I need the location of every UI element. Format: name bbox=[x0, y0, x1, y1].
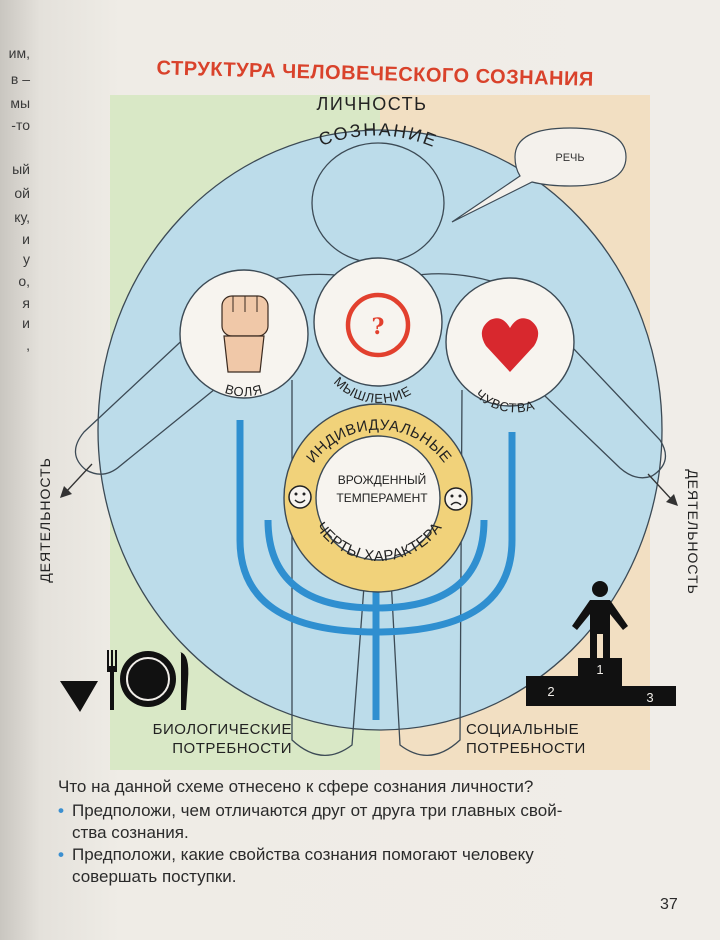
margin-fragment: я bbox=[22, 295, 30, 311]
diagram-title: СТРУКТУРА ЧЕЛОВЕЧЕСКОГО СОЗНАНИЯ bbox=[156, 57, 594, 90]
margin-fragment: о, bbox=[18, 273, 30, 289]
margin-fragment: ку, bbox=[14, 209, 30, 225]
margin-fragment: мы bbox=[10, 95, 30, 111]
feelings-circle: ЧУВСТВА bbox=[445, 277, 575, 416]
smiley-sad-icon bbox=[444, 487, 468, 511]
question-ring-icon bbox=[345, 292, 411, 358]
podium-icon: 1 2 3 bbox=[526, 581, 676, 706]
will-label: ВОЛЯ bbox=[223, 381, 264, 399]
character-ring: ИНДИВИДУАЛЬНЫЕ ЧЕРТЫ ХАРАКТЕРА ВРОЖДЕННЫ… bbox=[283, 403, 473, 593]
page-number: 37 bbox=[660, 896, 678, 913]
bullet-dot-icon: • bbox=[58, 801, 64, 820]
question-bullet-1-line-2: ства сознания. bbox=[72, 823, 189, 842]
fist-icon bbox=[221, 295, 269, 373]
margin-fragment: в – bbox=[10, 71, 30, 87]
question-bullet-2-line-1: Предположи, какие свойства сознания помо… bbox=[72, 845, 534, 864]
activity-left-label: ДЕЯТЕЛЬНОСТЬ bbox=[37, 457, 53, 583]
question-bullet-2-line-2: совершать поступки. bbox=[72, 867, 237, 886]
personality-label: ЛИЧНОСТЬ bbox=[317, 94, 428, 114]
right-arm-outline bbox=[519, 291, 667, 479]
bio-needs-label-2: ПОТРЕБНОСТИ bbox=[172, 740, 292, 757]
margin-fragment: , bbox=[26, 337, 30, 353]
questions-block: Что на данной схеме отнесено к сфере соз… bbox=[58, 776, 698, 888]
margin-fragment: у bbox=[23, 251, 30, 267]
person-on-podium-icon bbox=[572, 581, 628, 658]
temperament-line-2: ТЕМПЕРАМЕНТ bbox=[336, 491, 428, 505]
question-bullet-1: • Предположи, чем отличаются друг от дру… bbox=[58, 800, 698, 844]
thinking-circle: ? МЫШЛЕНИЕ bbox=[313, 257, 443, 406]
question-bullet-2: • Предположи, какие свойства сознания по… bbox=[58, 844, 698, 888]
heart-icon bbox=[481, 318, 539, 372]
margin-fragment: и bbox=[22, 315, 30, 331]
fork-icon bbox=[107, 650, 117, 710]
podium-place-2: 2 bbox=[547, 684, 554, 699]
dining-icons bbox=[60, 650, 189, 712]
activity-right-arrow bbox=[647, 473, 678, 506]
activity-right-label: ДЕЯТЕЛЬНОСТЬ bbox=[685, 469, 701, 595]
question-main: Что на данной схеме отнесено к сфере соз… bbox=[58, 777, 534, 796]
social-needs-label-1: СОЦИАЛЬНЫЕ bbox=[466, 721, 579, 738]
margin-fragment: им, bbox=[8, 45, 30, 61]
social-needs-label-2: ПОТРЕБНОСТИ bbox=[466, 740, 586, 757]
podium-place-1: 1 bbox=[596, 662, 603, 677]
right-leg-outline bbox=[389, 389, 463, 757]
plate-icon bbox=[120, 651, 176, 707]
consciousness-structure-diagram: РЕЧЬ ВОЛЯ ? МЫШЛЕН bbox=[37, 57, 701, 770]
will-circle: ВОЛЯ bbox=[179, 269, 309, 399]
activity-left-arrow bbox=[60, 463, 93, 498]
left-leg-outline bbox=[291, 380, 367, 757]
glass-icon bbox=[60, 681, 98, 712]
question-mark: ? bbox=[372, 314, 385, 340]
bullet-dot-icon: • bbox=[58, 845, 64, 864]
speech-bubble bbox=[451, 127, 627, 223]
bio-needs-label-1: БИОЛОГИЧЕСКИЕ bbox=[153, 721, 292, 738]
head-outline bbox=[311, 142, 445, 264]
margin-fragment: ый bbox=[12, 161, 30, 177]
margin-fragment: и bbox=[22, 231, 30, 247]
podium-place-3: 3 bbox=[646, 690, 653, 705]
knife-icon bbox=[180, 652, 189, 710]
speech-label: РЕЧЬ bbox=[555, 152, 584, 164]
margin-fragment: ой bbox=[14, 185, 30, 201]
question-bullet-1-line-1: Предположи, чем отличаются друг от друга… bbox=[72, 801, 563, 820]
smiley-happy-icon bbox=[288, 485, 312, 509]
margin-fragment: -то bbox=[11, 117, 30, 133]
temperament-line-1: ВРОЖДЕННЫЙ bbox=[338, 472, 427, 487]
